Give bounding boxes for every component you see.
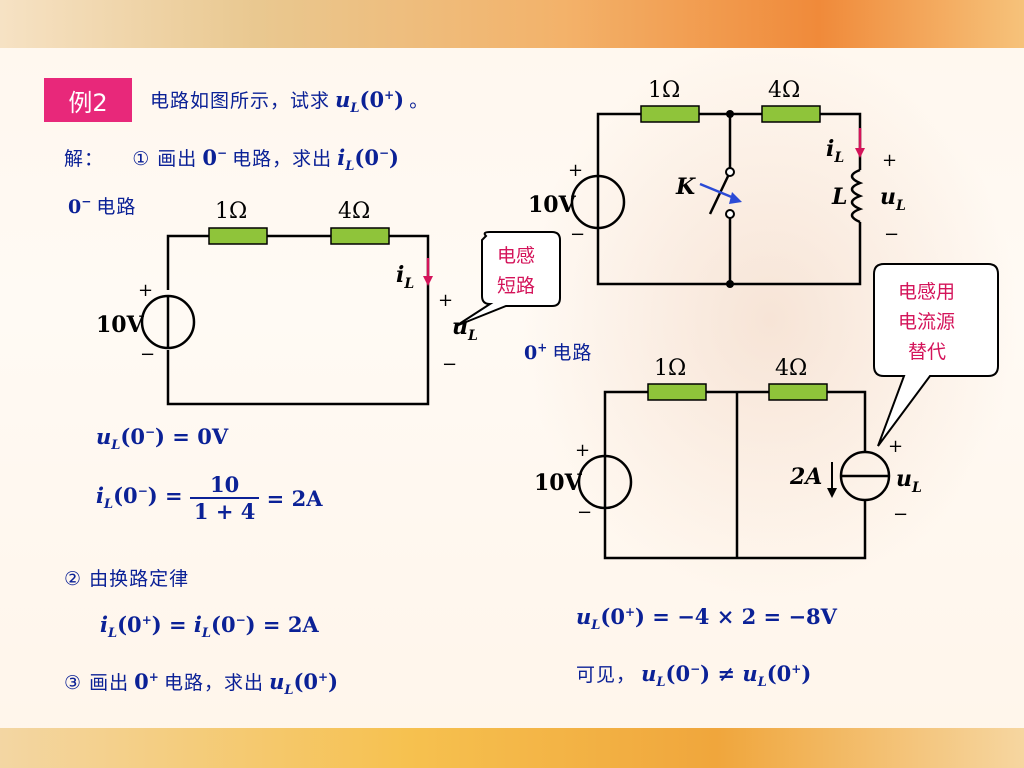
zp-bottom-wire — [603, 500, 867, 560]
zm-minus: − — [140, 344, 155, 365]
oc-switch-contact-1 — [725, 167, 735, 177]
step1-zero-minus: 0− — [202, 145, 228, 170]
example-badge: 例2 — [44, 78, 132, 122]
oc-current-arrow — [855, 128, 865, 158]
zp-resistor-1 — [647, 383, 707, 401]
oc-source-label: 10V — [528, 192, 577, 218]
zm-wire — [166, 234, 430, 406]
eq-frac-denominator: 1 + 4 — [193, 499, 256, 524]
zero-minus-sym: 0− — [68, 194, 92, 218]
eq-frac-result: = 2A — [266, 485, 323, 511]
eq-law-result: = 2A — [262, 612, 319, 637]
eq-uL-0plus-result: = −4 × 2 = −8V — [652, 604, 837, 629]
top-decor-band — [0, 0, 1024, 48]
zero-plus-circuit-title: 0+ 电路 — [524, 338, 592, 365]
zero-minus-circuit — [140, 227, 430, 406]
zp-r2-label: 4Ω — [775, 356, 807, 381]
oc-plus: + — [568, 160, 583, 181]
zp-uL-minus: − — [893, 504, 908, 525]
oc-minus: − — [570, 224, 585, 245]
step1-prefix: ① 画出 — [132, 148, 198, 170]
zero-minus-circuit-title: 0− 电路 — [68, 192, 136, 219]
callout-short-line2: 短路 — [497, 275, 535, 297]
zero-minus-label: 电路 — [96, 196, 137, 218]
problem-statement: 电路如图所示，试求 uL(0+) 。 — [150, 86, 429, 116]
oc-uL-minus: − — [884, 224, 899, 245]
callout-source-line2: 电流源 — [898, 311, 955, 333]
zp-uL-plus: + — [888, 436, 903, 457]
problem-text: 电路如图所示，试求 — [150, 90, 331, 112]
callout-current-source: 电感用 电流源 替代 — [873, 263, 999, 447]
target-uL-0p: uL(0+) — [335, 87, 405, 117]
oc-r1-label: 1Ω — [648, 78, 680, 103]
callout-source-line1: 电感用 — [898, 281, 955, 303]
zp-resistor-2 — [768, 383, 828, 401]
step3-prefix: ③ 画出 — [64, 672, 130, 694]
oc-resistor-1 — [640, 105, 700, 123]
eq-iL-0minus: iL(0−) = 10 1 + 4 = 2A — [96, 472, 323, 524]
zp-top-wire — [603, 390, 867, 456]
step3-line: ③ 画出 0+ 电路，求出 uL(0+) — [64, 668, 338, 698]
oc-r2-label: 4Ω — [768, 78, 800, 103]
zp-source-label: 10V — [534, 470, 583, 496]
zm-resistor-2 — [330, 227, 390, 245]
zero-plus-sym: 0+ — [524, 340, 548, 364]
conclusion-inequality: uL(0−) ≠ uL(0+) — [641, 661, 812, 691]
zm-resistor-1 — [208, 227, 268, 245]
zm-uL-plus: + — [438, 290, 453, 311]
oc-switch-contact-2 — [725, 209, 735, 219]
callout-short-circuit: 电感 短路 — [455, 231, 561, 327]
oc-switch-label: K — [675, 174, 696, 200]
conclusion-line: 可见， uL(0−) ≠ uL(0+) — [576, 660, 811, 690]
eq-uL-0minus: uL(0−) = 0V — [96, 424, 229, 454]
step3-zero-plus: 0+ — [134, 669, 159, 694]
zm-r2-label: 4Ω — [338, 199, 370, 224]
step3-mid: 电路，求出 — [163, 672, 264, 694]
oc-inductor — [850, 168, 864, 224]
oc-iL-label: iL — [826, 136, 844, 166]
oc-switch-arrow — [699, 182, 742, 204]
callout-source-line3: 替代 — [908, 341, 946, 363]
eq-switching-law: iL(0+) = iL(0−) = 2A — [100, 612, 319, 642]
zm-current-arrow — [423, 258, 433, 286]
eq-fraction: 10 1 + 4 — [189, 472, 260, 524]
step3-target: uL(0+) — [269, 669, 339, 699]
zp-minus: − — [577, 502, 592, 523]
oc-uL-plus: + — [882, 150, 897, 171]
bottom-decor-band — [0, 728, 1024, 768]
zm-r1-label: 1Ω — [215, 199, 247, 224]
zp-plus: + — [575, 440, 590, 461]
oc-inductor-label: L — [831, 184, 847, 210]
problem-end: 。 — [409, 90, 430, 112]
original-circuit — [570, 105, 864, 286]
oc-uL-label: uL — [880, 184, 906, 214]
oc-node-top — [726, 110, 734, 118]
zm-iL-label: iL — [396, 262, 414, 292]
zero-plus-label: 电路 — [552, 342, 593, 364]
step1-target: iL(0−) — [337, 145, 399, 175]
solution-label: 解： — [64, 148, 105, 170]
zero-plus-circuit — [577, 383, 891, 560]
step1-line: 解： ① 画出 0− 电路，求出 iL(0−) — [64, 144, 399, 174]
oc-node-bottom — [726, 280, 734, 288]
step1-mid: 电路，求出 — [232, 148, 333, 170]
zp-source-arrow — [827, 462, 837, 498]
callout-short-line1: 电感 — [497, 245, 535, 267]
oc-resistor-2 — [761, 105, 821, 123]
conclusion-prefix: 可见， — [576, 664, 637, 686]
zp-r1-label: 1Ω — [654, 356, 686, 381]
zp-uL-label: uL — [896, 466, 922, 496]
eq-frac-numerator: 10 — [189, 472, 260, 499]
eq-uL-0minus-result: = 0V — [172, 424, 229, 449]
step2-line: ② 由换路定律 — [64, 568, 190, 590]
zp-current-source-label: 2A — [789, 464, 822, 490]
zm-source-label: 10V — [96, 312, 145, 338]
zm-plus: + — [138, 280, 153, 301]
eq-uL-0plus: uL(0+) = −4 × 2 = −8V — [576, 604, 837, 634]
zm-uL-minus: − — [442, 354, 457, 375]
